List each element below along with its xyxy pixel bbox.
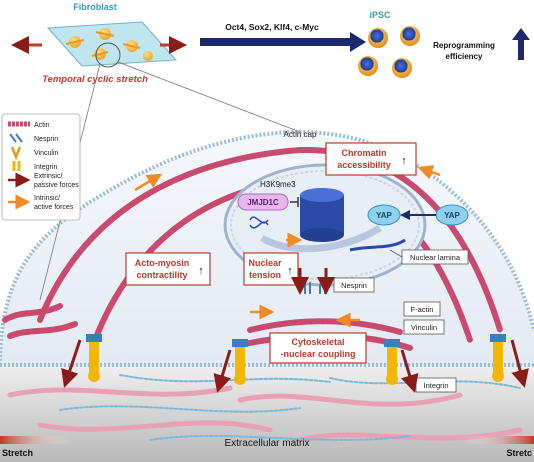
acto-line1: Acto-myosin: [135, 258, 190, 268]
nesprin-icon: [9, 133, 23, 143]
stretch-title: Temporal cyclic stretch: [42, 74, 148, 85]
chromatin-accessibility-box: [325, 142, 417, 176]
integrin-label: Integrin: [423, 381, 448, 390]
ipsc-label: iPSC: [369, 10, 391, 20]
fibroblast-label: Fibroblast: [73, 2, 117, 12]
jmjd1c-badge: [237, 193, 289, 211]
vinculin-icon: [10, 146, 22, 161]
factors-label: Oct4, Sox2, Klf4, c-Myc: [225, 22, 319, 32]
legend-label: Actin: [34, 122, 50, 129]
vinculin-box: [403, 319, 445, 335]
legend: ActinNesprinVinculinIntegrinExtrinsic/pa…: [8, 121, 79, 211]
reprogramming-line2: efficiency: [446, 52, 483, 61]
cell-membrane: [0, 129, 534, 366]
tension-line2: tension: [249, 270, 281, 280]
ipsc-cells: [358, 26, 420, 78]
stretch-left-bar: [0, 436, 70, 444]
acto-line2: contractility: [136, 270, 187, 280]
yap-outer-label: YAP: [444, 211, 460, 220]
legend-label: Extrinsic/: [34, 173, 62, 180]
tension-line1: Nuclear: [248, 258, 282, 268]
up-arrow-icon: ↑: [198, 265, 204, 277]
legend-label: Integrin: [34, 164, 57, 171]
nuclear-lamina-label: Nuclear lamina: [410, 253, 461, 262]
up-arrow-icon: ↑: [287, 265, 293, 277]
yap-inner-label: YAP: [376, 211, 392, 220]
stretch-right-label: Stretc: [506, 448, 532, 458]
h3k9me3-label: H3K9me3: [260, 180, 296, 189]
legend-item: Integrin: [12, 161, 57, 171]
chromatin-line1: Chromatin: [342, 148, 387, 158]
legend-label: Intrinsic/: [34, 195, 60, 202]
up-arrow-icon: ↑: [401, 155, 407, 167]
focal-adhesions: [86, 334, 506, 385]
jmjd1c-label: JMJD1C: [247, 198, 279, 207]
stretch-right-bar: [464, 436, 534, 444]
zoom-circle: [95, 42, 121, 68]
f-actin-box: [403, 301, 441, 317]
integrin-icon: [12, 161, 21, 171]
reprogramming-line1: Reprogramming: [433, 41, 495, 50]
legend-item: Intrinsic/active forces: [8, 194, 74, 211]
dna-icon: [249, 216, 269, 229]
cyto-nuclear-box: [269, 332, 367, 364]
vinculin-label: Vinculin: [411, 323, 437, 332]
legend-item: Nesprin: [9, 133, 58, 143]
legend-label-line2: passive forces: [34, 182, 79, 189]
factors-arrow: [200, 32, 366, 52]
chromatin-nucleosome: [260, 188, 406, 253]
zoom-line-right: [117, 61, 301, 133]
nuclear-tension-box: [243, 252, 299, 286]
cyto-line2: -nuclear coupling: [280, 349, 355, 359]
extrinsic-force-arrows: [61, 268, 529, 393]
f-actin-label: F-actin: [411, 305, 434, 314]
intrinsic-force-arrows: [134, 165, 441, 328]
actin-cap-label: Actin cap: [284, 130, 317, 139]
cyto-line1: Cytoskeletal: [291, 337, 344, 347]
legend-label: Nesprin: [34, 136, 58, 143]
legend-label: Vinculin: [34, 150, 58, 157]
chromatin-line2: accessibility: [337, 160, 391, 170]
legend-item: Actin: [8, 121, 50, 129]
legend-item: Vinculin: [10, 146, 58, 161]
legend-item: Extrinsic/passive forces: [8, 172, 79, 189]
acto-myosin-box: [125, 252, 211, 286]
stretch-left-label: Stretch: [2, 448, 33, 458]
legend-label-line2: active forces: [34, 204, 74, 211]
nuclear-lamina-layer: [230, 170, 420, 280]
nesprin-label: Nesprin: [341, 281, 367, 290]
ecm-label: Extracellular matrix: [224, 438, 309, 449]
increase-arrow-icon: [512, 28, 530, 60]
